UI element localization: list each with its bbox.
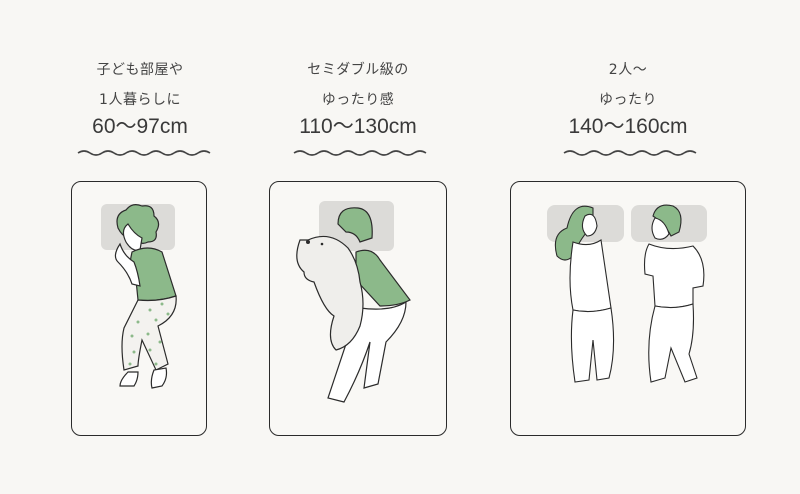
description-line-1: 子ども部屋や (96, 62, 184, 78)
width-range: 60〜97cm (92, 115, 188, 138)
wavy-underline-icon (563, 150, 697, 156)
size-option-double: 2人〜 ゆったり 140〜160cm (548, 60, 708, 160)
description-line-2: ゆったり感 (321, 92, 395, 108)
description-line-1: 2人〜 (608, 62, 648, 78)
wavy-underline-icon (293, 150, 427, 156)
description-line-2: ゆったり (599, 92, 657, 108)
couple-illustration-icon (547, 204, 707, 383)
description-line-1: セミダブル級の (307, 62, 409, 78)
single-sleeper-illustration-icon (101, 204, 177, 389)
size-option-semi-double: セミダブル級の ゆったり感 110〜130cm (278, 60, 438, 160)
sleeper-with-dog-illustration-icon (296, 201, 411, 403)
size-option-single: 子ども部屋や 1人暮らしに 60〜97cm (60, 60, 220, 160)
width-range: 140〜160cm (568, 115, 688, 138)
description-line-2: 1人暮らしに (99, 92, 181, 108)
bed-single (71, 181, 207, 436)
wavy-underline-icon (77, 150, 211, 156)
width-range: 110〜130cm (299, 115, 417, 138)
bed-double (510, 181, 746, 436)
bed-semi-double (269, 181, 447, 436)
